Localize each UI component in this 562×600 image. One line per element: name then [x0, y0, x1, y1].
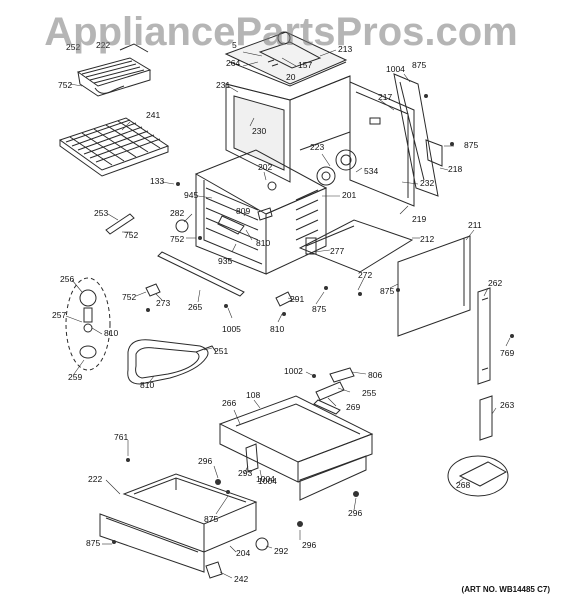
part-label-1004: 1004 — [386, 64, 405, 74]
side-bracket — [393, 73, 443, 197]
part-label-752: 752 — [122, 292, 136, 302]
part-label-264: 264 — [226, 58, 240, 68]
storage-drawer — [99, 473, 258, 573]
part-label-241: 241 — [146, 110, 160, 120]
part-label-223: 223 — [310, 142, 324, 152]
part-label-242: 242 — [234, 574, 248, 584]
part-label-935: 935 — [218, 256, 232, 266]
part-label-157: 157 — [298, 60, 312, 70]
drawer-frame — [218, 395, 374, 501]
cavity-bottom — [298, 219, 414, 273]
part-label-259: 259 — [68, 372, 82, 382]
part-label-810: 810 — [256, 238, 270, 248]
part-label-252: 252 — [66, 42, 80, 52]
part-label-273: 273 — [156, 298, 170, 308]
part-label-232: 232 — [420, 178, 434, 188]
part-label-265: 265 — [188, 302, 202, 312]
part-label-269: 269 — [346, 402, 360, 412]
part-label-217: 217 — [378, 92, 392, 102]
part-label-108: 108 — [246, 390, 260, 400]
part-label-1004: 1004 — [258, 476, 277, 486]
part-label-769: 769 — [500, 348, 514, 358]
part-label-231: 231 — [216, 80, 230, 90]
part-label-219: 219 — [412, 214, 426, 224]
part-label-1005: 1005 — [222, 324, 241, 334]
leader-lines — [65, 49, 511, 579]
part-label-230: 230 — [252, 126, 266, 136]
part-label-875: 875 — [412, 60, 426, 70]
part-label-296: 296 — [198, 456, 212, 466]
part-label-268: 268 — [456, 480, 470, 490]
part-label-875: 875 — [204, 514, 218, 524]
part-label-211: 211 — [468, 220, 482, 230]
screws — [112, 94, 514, 544]
part-label-20: 20 — [286, 72, 296, 82]
part-label-752: 752 — [58, 80, 72, 90]
part-label-266: 266 — [222, 398, 236, 408]
part-label-255: 255 — [362, 388, 376, 398]
part-label-251: 251 — [214, 346, 228, 356]
part-label-292: 292 — [274, 546, 288, 556]
part-label-218: 218 — [448, 164, 462, 174]
part-label-945: 945 — [184, 190, 198, 200]
part-label-761: 761 — [114, 432, 128, 442]
part-label-222: 222 — [88, 474, 102, 484]
part-label-752: 752 — [170, 234, 184, 244]
oven-cavity — [194, 149, 328, 275]
part-label-277: 277 — [330, 246, 344, 256]
part-label-875: 875 — [464, 140, 478, 150]
part-label-257: 257 — [52, 310, 66, 320]
part-label-875: 875 — [86, 538, 100, 548]
broil-pan-rack — [76, 43, 152, 97]
part-label-810: 810 — [140, 380, 154, 390]
site-watermark: AppliancePartsPros.com — [44, 10, 518, 54]
part-label-809: 809 — [236, 206, 250, 216]
terminal-block — [315, 367, 355, 401]
part-label-810: 810 — [270, 324, 284, 334]
part-label-296: 296 — [348, 508, 362, 518]
part-label-293: 293 — [238, 468, 252, 478]
side-panel — [397, 235, 471, 337]
part-label-1002: 1002 — [284, 366, 303, 376]
part-label-272: 272 — [358, 270, 372, 280]
art-number: (ART NO. WB14485 C7) — [461, 585, 550, 594]
part-label-5: 5 — [232, 40, 237, 50]
light-assembly — [65, 277, 111, 371]
part-label-875: 875 — [380, 286, 394, 296]
drawer-glides — [205, 455, 509, 579]
part-label-222: 222 — [96, 40, 110, 50]
oven-rack — [58, 117, 170, 177]
part-label-1004: 1004 — [256, 474, 275, 484]
part-label-296: 296 — [302, 540, 316, 550]
bake-element — [127, 339, 217, 385]
small-components — [105, 207, 293, 307]
part-label-213: 213 — [338, 44, 352, 54]
part-label-256: 256 — [60, 274, 74, 284]
part-label-253: 253 — [94, 208, 108, 218]
part-label-810: 810 — [104, 328, 118, 338]
part-label-875: 875 — [312, 304, 326, 314]
part-label-752: 752 — [124, 230, 138, 240]
part-label-534: 534 — [364, 166, 378, 176]
part-label-133: 133 — [150, 176, 164, 186]
trim-strips — [477, 287, 493, 441]
part-label-282: 282 — [170, 208, 184, 218]
part-label-262: 262 — [488, 278, 502, 288]
part-label-291: 291 — [290, 294, 304, 304]
part-label-201: 201 — [342, 190, 356, 200]
oven-wrapper — [225, 75, 351, 183]
bottom-bar — [157, 251, 245, 297]
part-label-202: 202 — [258, 162, 272, 172]
part-label-204: 204 — [236, 548, 250, 558]
part-label-212: 212 — [420, 234, 434, 244]
part-label-806: 806 — [368, 370, 382, 380]
top-panel — [224, 31, 348, 87]
part-label-263: 263 — [500, 400, 514, 410]
